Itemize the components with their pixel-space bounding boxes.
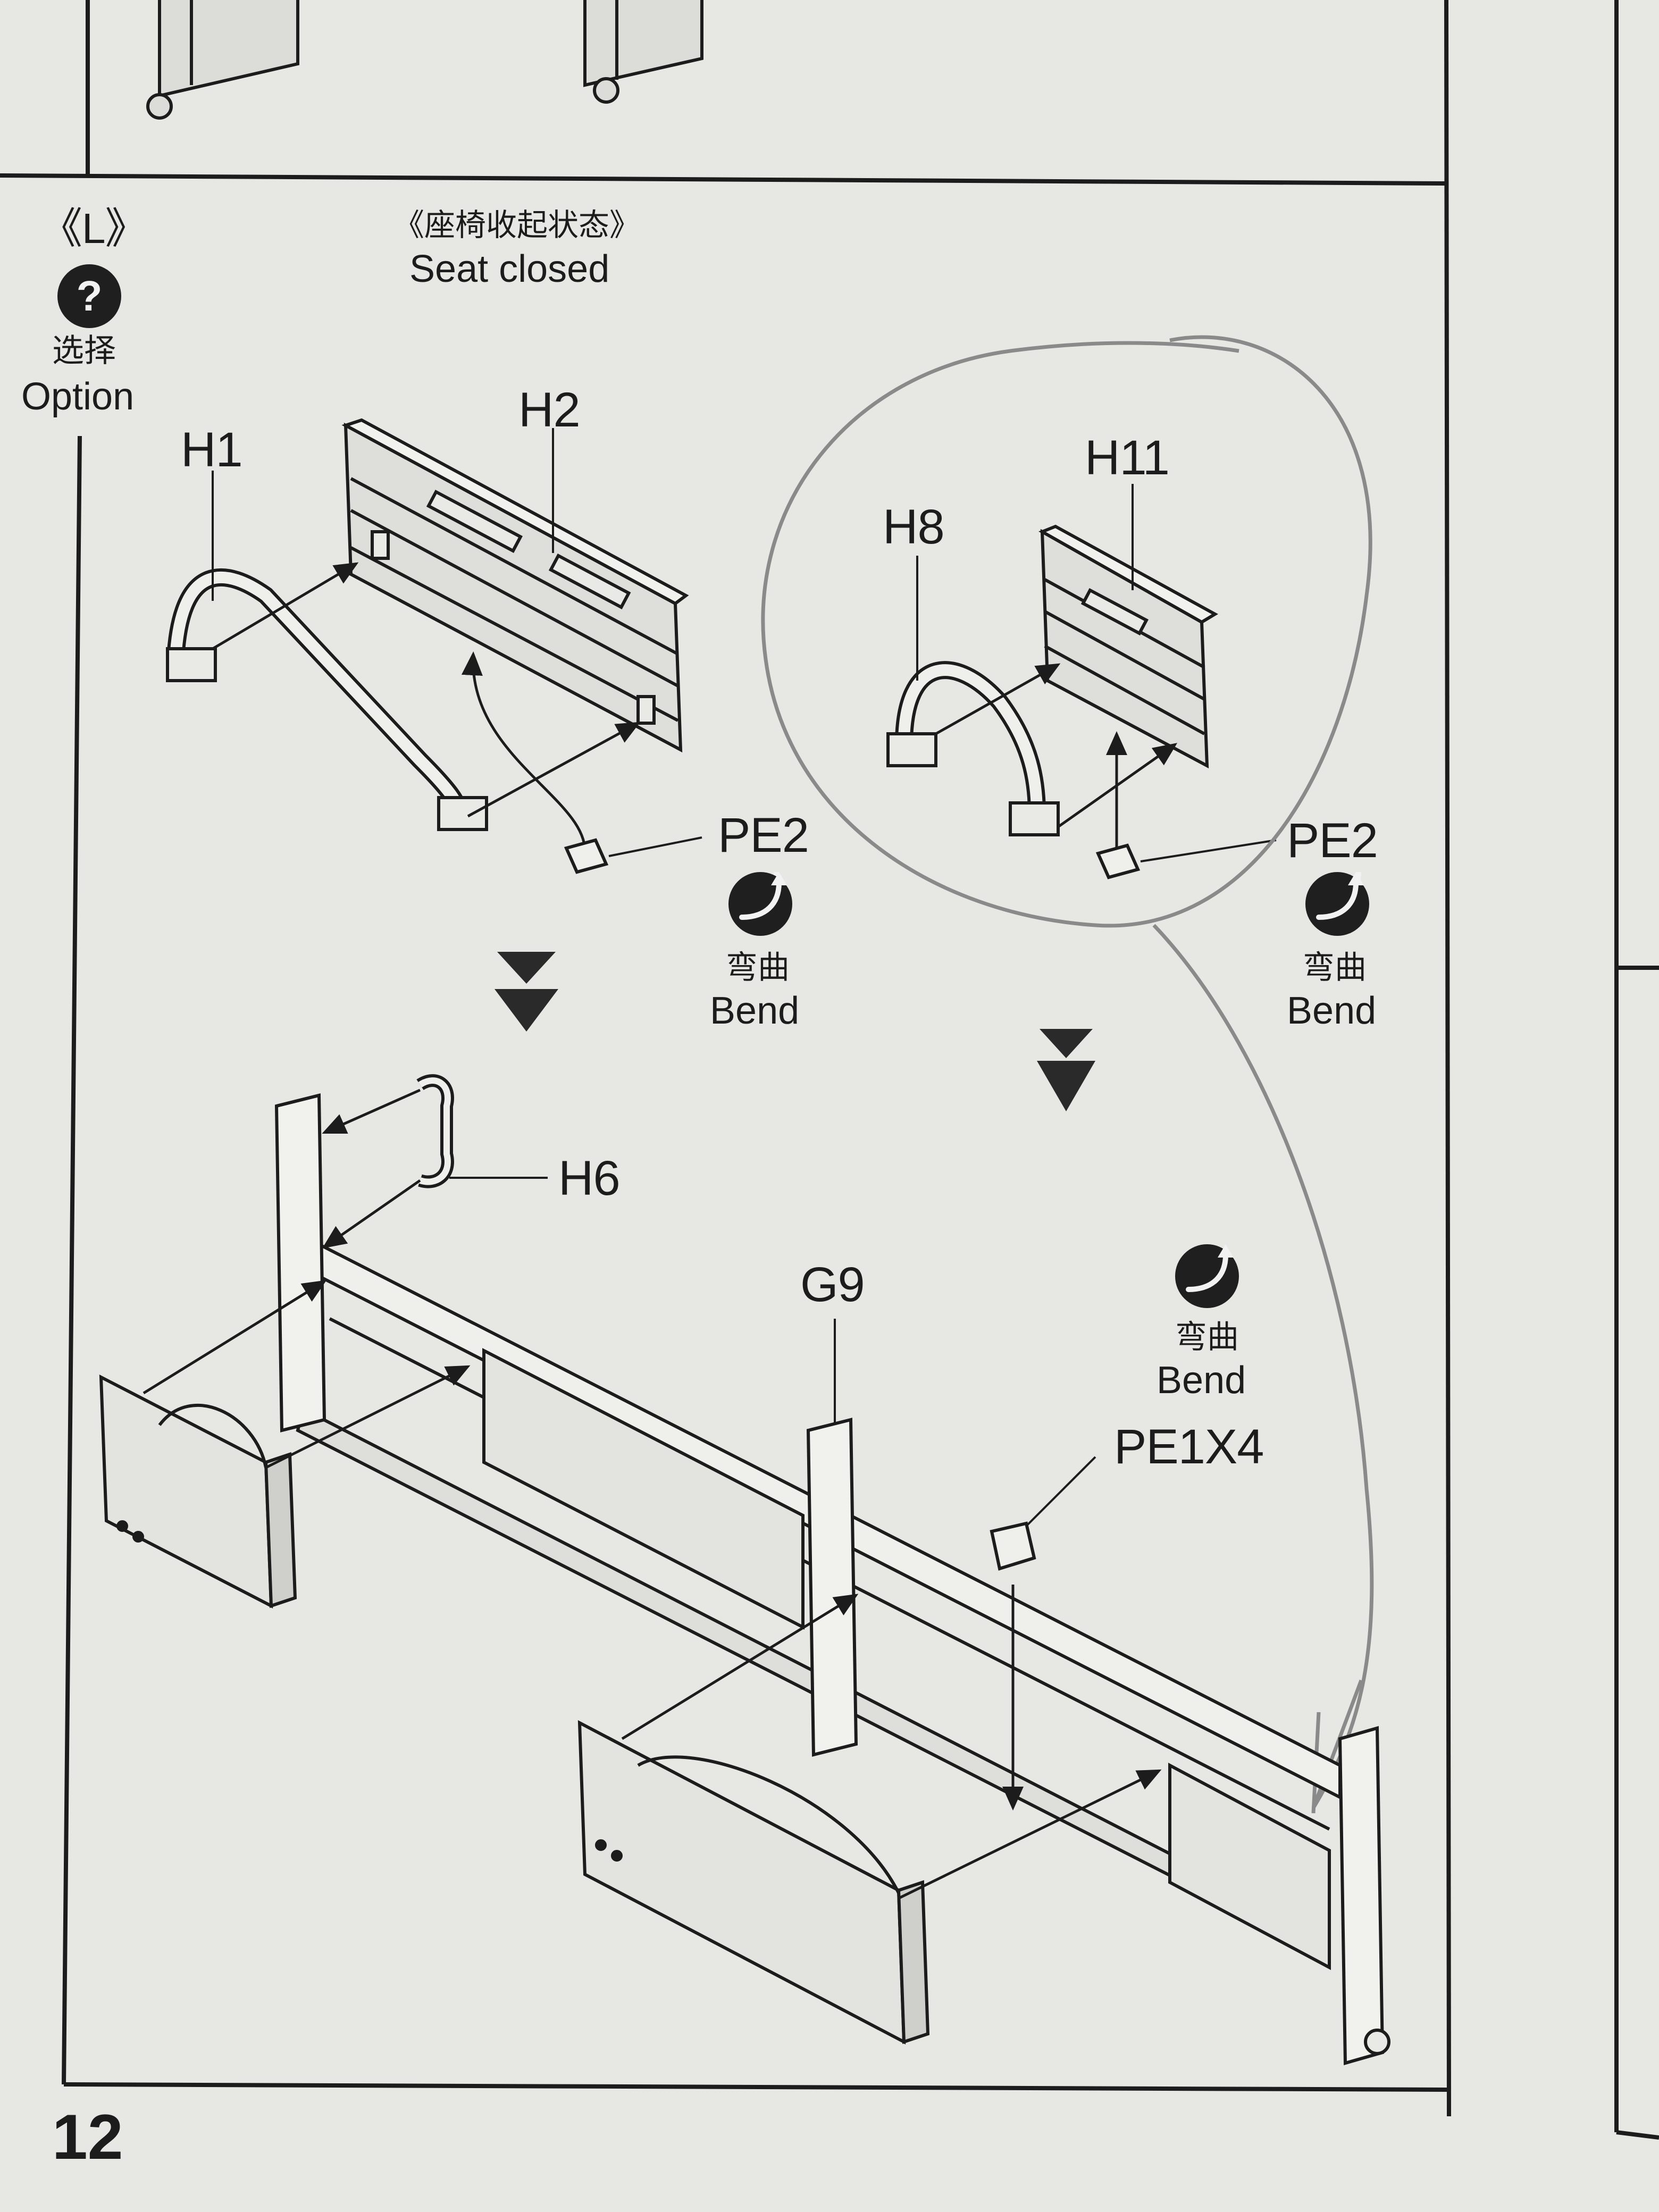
option-label-en: Option — [21, 375, 135, 418]
part-label-h1: H1 — [181, 423, 243, 477]
bend-label-cn: 弯曲 — [1175, 1319, 1239, 1355]
question-icon: ? — [57, 264, 121, 328]
part-label-pe1x4: PE1X4 — [1114, 1420, 1264, 1474]
assembly-h1-h2 — [166, 418, 702, 874]
page-frame — [0, 0, 1659, 2140]
down-arrow-icon — [495, 952, 558, 1032]
assembly-h8-h11 — [886, 484, 1277, 879]
part-label-g9: G9 — [800, 1258, 865, 1312]
title-cn: 《座椅收起状态》 — [393, 208, 641, 242]
bend-label-cn: 弯曲 — [1303, 950, 1367, 985]
part-label-pe2-right: PE2 — [1287, 814, 1378, 868]
part-label-pe2-left: PE2 — [718, 808, 809, 862]
page-number: 12 — [52, 2101, 123, 2173]
part-label-h2: H2 — [518, 383, 581, 437]
title-en: Seat closed — [409, 248, 610, 290]
bend-label-en: Bend — [1157, 1359, 1246, 1402]
part-label-h8: H8 — [883, 500, 945, 554]
part-label-h6: H6 — [558, 1151, 621, 1205]
bend-label-en: Bend — [1287, 990, 1377, 1032]
bend-label-cn: 弯曲 — [726, 950, 790, 985]
option-label-cn: 选择 — [52, 333, 116, 368]
bend-label-en: Bend — [710, 990, 800, 1032]
step-letter: 《L》 — [40, 205, 147, 252]
previous-step-remnant — [146, 0, 703, 120]
part-label-h11: H11 — [1085, 431, 1170, 485]
down-arrow-icon — [1037, 1029, 1095, 1111]
main-bench-assembly — [99, 1074, 1390, 2065]
